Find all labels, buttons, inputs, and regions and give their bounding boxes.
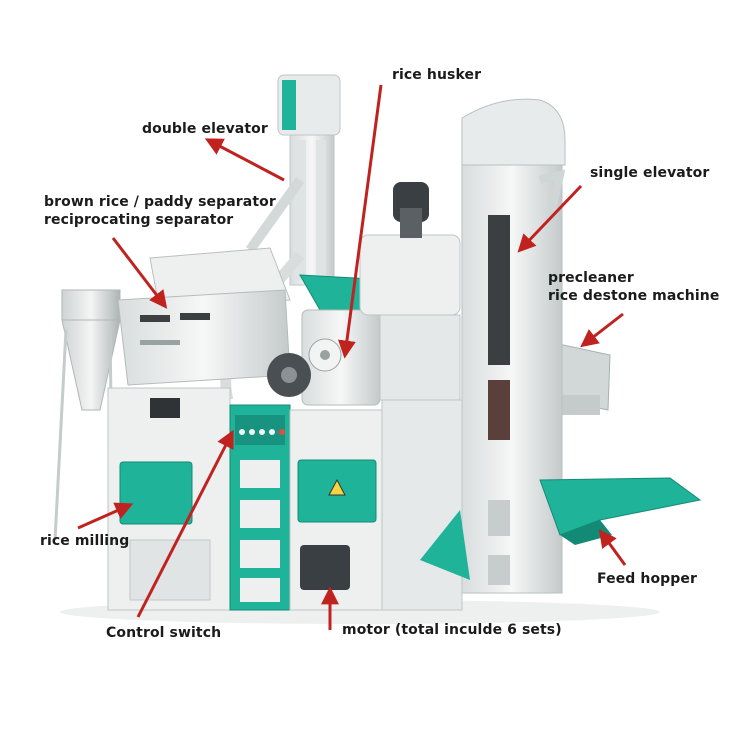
label-rice-husker: rice husker [392, 66, 481, 84]
arrow-feed-hopper [598, 529, 627, 566]
label-motor: motor (total inculde 6 sets) [342, 621, 562, 639]
feed-hopper [539, 477, 702, 545]
label-single-elevator-text: single elevator [590, 165, 710, 181]
label-control-switch: Control switch [106, 624, 221, 642]
label-rice-milling-text: rice milling [40, 533, 130, 549]
label-double-elevator-text: double elevator [142, 121, 268, 137]
label-brown-rice-separator: brown rice / paddy separator reciprocati… [44, 193, 276, 229]
label-precleaner-line1: precleaner [548, 270, 634, 286]
label-single-elevator: single elevator [590, 164, 709, 182]
arrow-double-elevator [204, 138, 285, 182]
label-rice-milling: rice milling [40, 532, 129, 550]
paddy-separator [117, 247, 291, 386]
label-feed-hopper: Feed hopper [597, 570, 697, 588]
arrow-rice-husker [337, 84, 383, 359]
arrow-brown-rice [111, 237, 168, 309]
label-brown-rice-line2: reciprocating separator [44, 212, 234, 228]
double-elevator [220, 74, 341, 402]
arrow-precleaner [580, 312, 624, 348]
callout-arrows [77, 84, 627, 630]
base-cabinets [107, 387, 470, 611]
label-double-elevator: double elevator [142, 120, 268, 138]
control-lights [239, 429, 285, 435]
label-motor-text: motor (total inculde 6 sets) [342, 622, 562, 638]
label-precleaner-line2: rice destone machine [548, 288, 720, 304]
label-control-switch-text: Control switch [106, 625, 222, 641]
arrow-rice-milling [77, 502, 134, 530]
label-precleaner: precleaner rice destone machine [548, 269, 719, 305]
arrow-control-switch [136, 429, 234, 618]
label-rice-husker-text: rice husker [392, 67, 482, 83]
single-elevator [461, 98, 566, 594]
label-brown-rice-line1: brown rice / paddy separator [44, 194, 276, 210]
label-feed-hopper-text: Feed hopper [597, 571, 698, 587]
arrow-single-elevator [517, 184, 583, 253]
